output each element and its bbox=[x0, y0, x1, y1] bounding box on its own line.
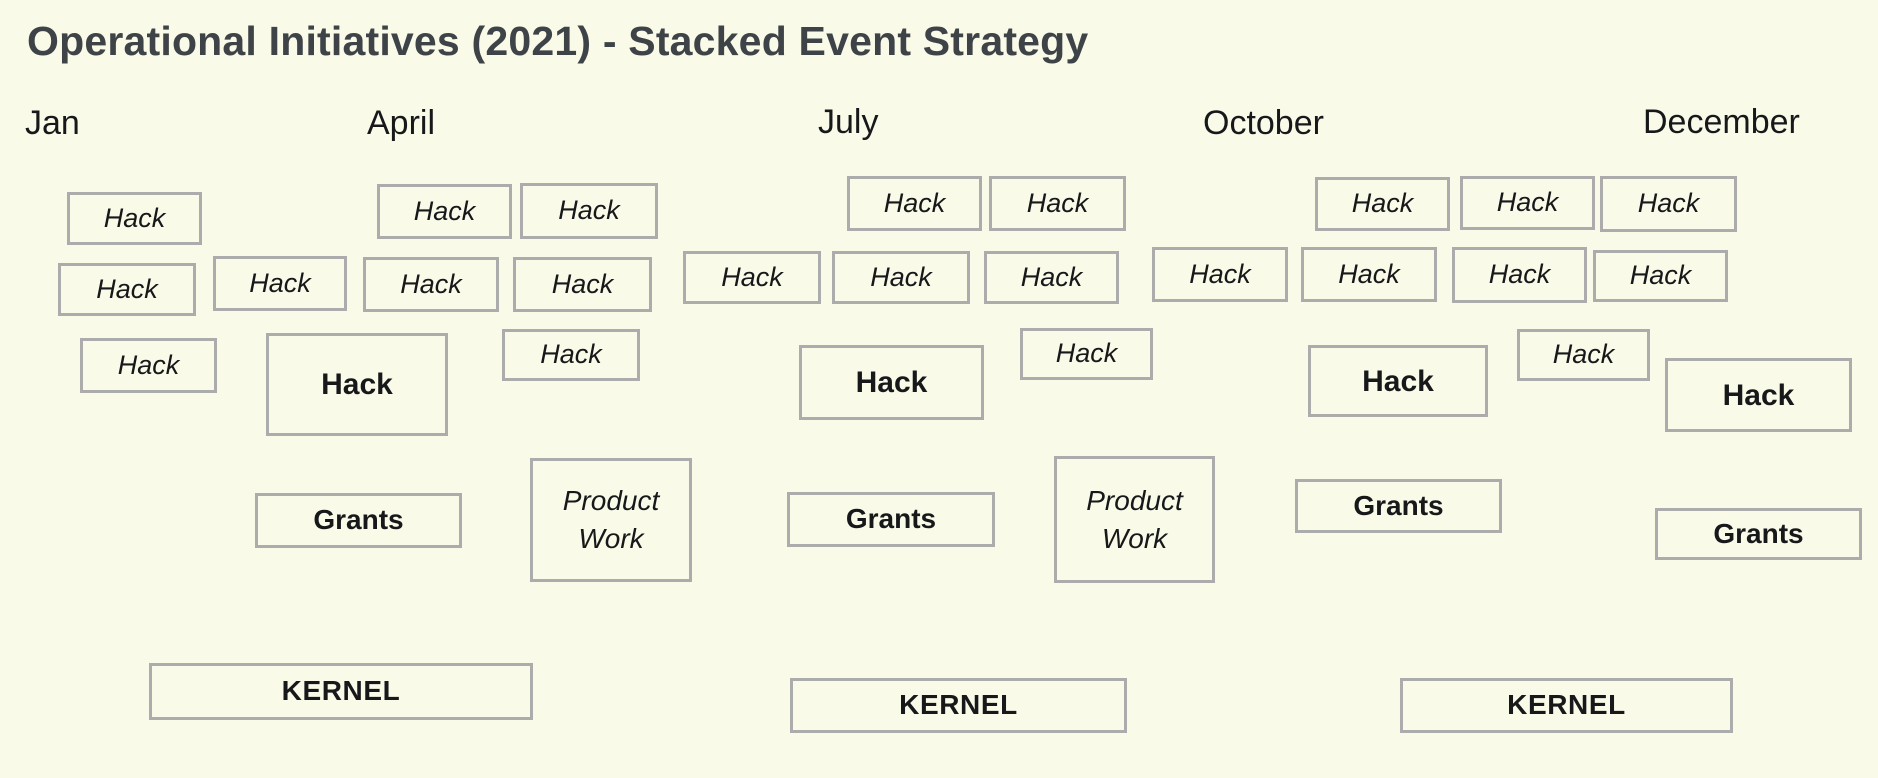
month-label-july: July bbox=[818, 103, 879, 141]
hack-box-jan[interactable]: Hack bbox=[67, 192, 202, 245]
hack-box-december[interactable]: Hack bbox=[1600, 176, 1737, 232]
hack-box-april[interactable]: Hack bbox=[513, 257, 652, 312]
hack-box-october[interactable]: Hack bbox=[1460, 176, 1595, 230]
box-label: Hack bbox=[400, 268, 462, 299]
box-label: Grants bbox=[1353, 489, 1444, 521]
box-label: Hack bbox=[1722, 378, 1795, 412]
box-label: Product Work bbox=[562, 485, 660, 554]
box-label: Hack bbox=[1362, 364, 1434, 398]
box-label: Grants bbox=[313, 504, 404, 536]
hack-box-april[interactable]: Hack bbox=[363, 257, 499, 312]
hack-box-october[interactable]: Hack bbox=[1301, 247, 1437, 302]
box-label: Hack bbox=[1351, 188, 1414, 219]
hack-box-july[interactable]: Hack bbox=[832, 251, 970, 304]
hack-bold-box-october[interactable]: Hack bbox=[1308, 345, 1488, 417]
box-label: Hack bbox=[1637, 188, 1700, 219]
hack-box-october[interactable]: Hack bbox=[1452, 247, 1587, 303]
box-label: Hack bbox=[1055, 338, 1118, 369]
product-work-box-april[interactable]: Product Work bbox=[530, 458, 692, 582]
box-label: Grants bbox=[845, 503, 937, 535]
box-label: Hack bbox=[721, 261, 783, 292]
box-label: Hack bbox=[551, 268, 614, 299]
hack-box-july[interactable]: Hack bbox=[683, 251, 821, 304]
box-label: Grants bbox=[1713, 517, 1804, 549]
hack-box-july[interactable]: Hack bbox=[847, 176, 982, 231]
box-label: Hack bbox=[413, 195, 476, 226]
hack-box-october[interactable]: Hack bbox=[1315, 177, 1450, 231]
box-label: Hack bbox=[103, 202, 166, 233]
box-label: Hack bbox=[96, 273, 158, 304]
page-title: Operational Initiatives (2021) - Stacked… bbox=[27, 18, 1089, 64]
grants-box-july[interactable]: Grants bbox=[787, 492, 995, 547]
box-label: Hack bbox=[249, 267, 311, 298]
grants-box-december[interactable]: Grants bbox=[1655, 508, 1862, 560]
box-label: Hack bbox=[1629, 260, 1692, 291]
hack-bold-box-jan[interactable]: Hack bbox=[266, 333, 448, 436]
box-label: KERNEL bbox=[899, 689, 1018, 721]
box-label: Hack bbox=[1338, 258, 1400, 289]
hack-box-october[interactable]: Hack bbox=[1152, 247, 1288, 302]
kernel-box-july[interactable]: KERNEL bbox=[790, 678, 1127, 733]
month-label-april: April bbox=[367, 104, 436, 142]
kernel-box-jan[interactable]: KERNEL bbox=[149, 663, 533, 720]
hack-box-april[interactable]: Hack bbox=[377, 184, 512, 239]
hack-box-july[interactable]: Hack bbox=[989, 176, 1126, 231]
hack-bold-box-july[interactable]: Hack bbox=[799, 345, 984, 420]
hack-box-april[interactable]: Hack bbox=[520, 183, 658, 239]
hack-bold-box-december[interactable]: Hack bbox=[1665, 358, 1852, 432]
grants-box-jan[interactable]: Grants bbox=[255, 493, 462, 548]
box-label: Hack bbox=[1496, 187, 1559, 218]
box-label: Hack bbox=[1026, 187, 1089, 218]
hack-box-april[interactable]: Hack bbox=[502, 329, 640, 381]
box-label: KERNEL bbox=[1507, 689, 1626, 721]
kernel-box-october[interactable]: KERNEL bbox=[1400, 678, 1733, 733]
product-work-box-july[interactable]: Product Work bbox=[1054, 456, 1215, 583]
hack-box-july[interactable]: Hack bbox=[1020, 328, 1153, 380]
box-label: Hack bbox=[117, 349, 180, 380]
box-label: Hack bbox=[1552, 339, 1615, 370]
hack-box-jan[interactable]: Hack bbox=[58, 263, 196, 316]
grants-box-october[interactable]: Grants bbox=[1295, 479, 1502, 533]
box-label: Hack bbox=[1020, 261, 1083, 292]
month-label-jan: Jan bbox=[25, 104, 80, 142]
box-label: Hack bbox=[540, 339, 602, 370]
box-label: Hack bbox=[1488, 259, 1551, 290]
hack-box-jan[interactable]: Hack bbox=[213, 256, 347, 311]
month-label-october: October bbox=[1203, 104, 1324, 142]
hack-box-december[interactable]: Hack bbox=[1593, 250, 1728, 302]
hack-box-october[interactable]: Hack bbox=[1517, 329, 1650, 381]
month-label-december: December bbox=[1643, 103, 1800, 141]
hack-box-july[interactable]: Hack bbox=[984, 251, 1119, 304]
box-label: KERNEL bbox=[281, 675, 401, 707]
hack-box-jan[interactable]: Hack bbox=[80, 338, 217, 393]
box-label: Hack bbox=[558, 195, 620, 226]
box-label: Hack bbox=[870, 261, 932, 292]
box-label: Hack bbox=[1189, 258, 1251, 289]
box-label: Hack bbox=[883, 187, 946, 218]
box-label: Hack bbox=[321, 368, 393, 401]
box-label: Product Work bbox=[1086, 484, 1183, 554]
box-label: Hack bbox=[855, 366, 928, 399]
